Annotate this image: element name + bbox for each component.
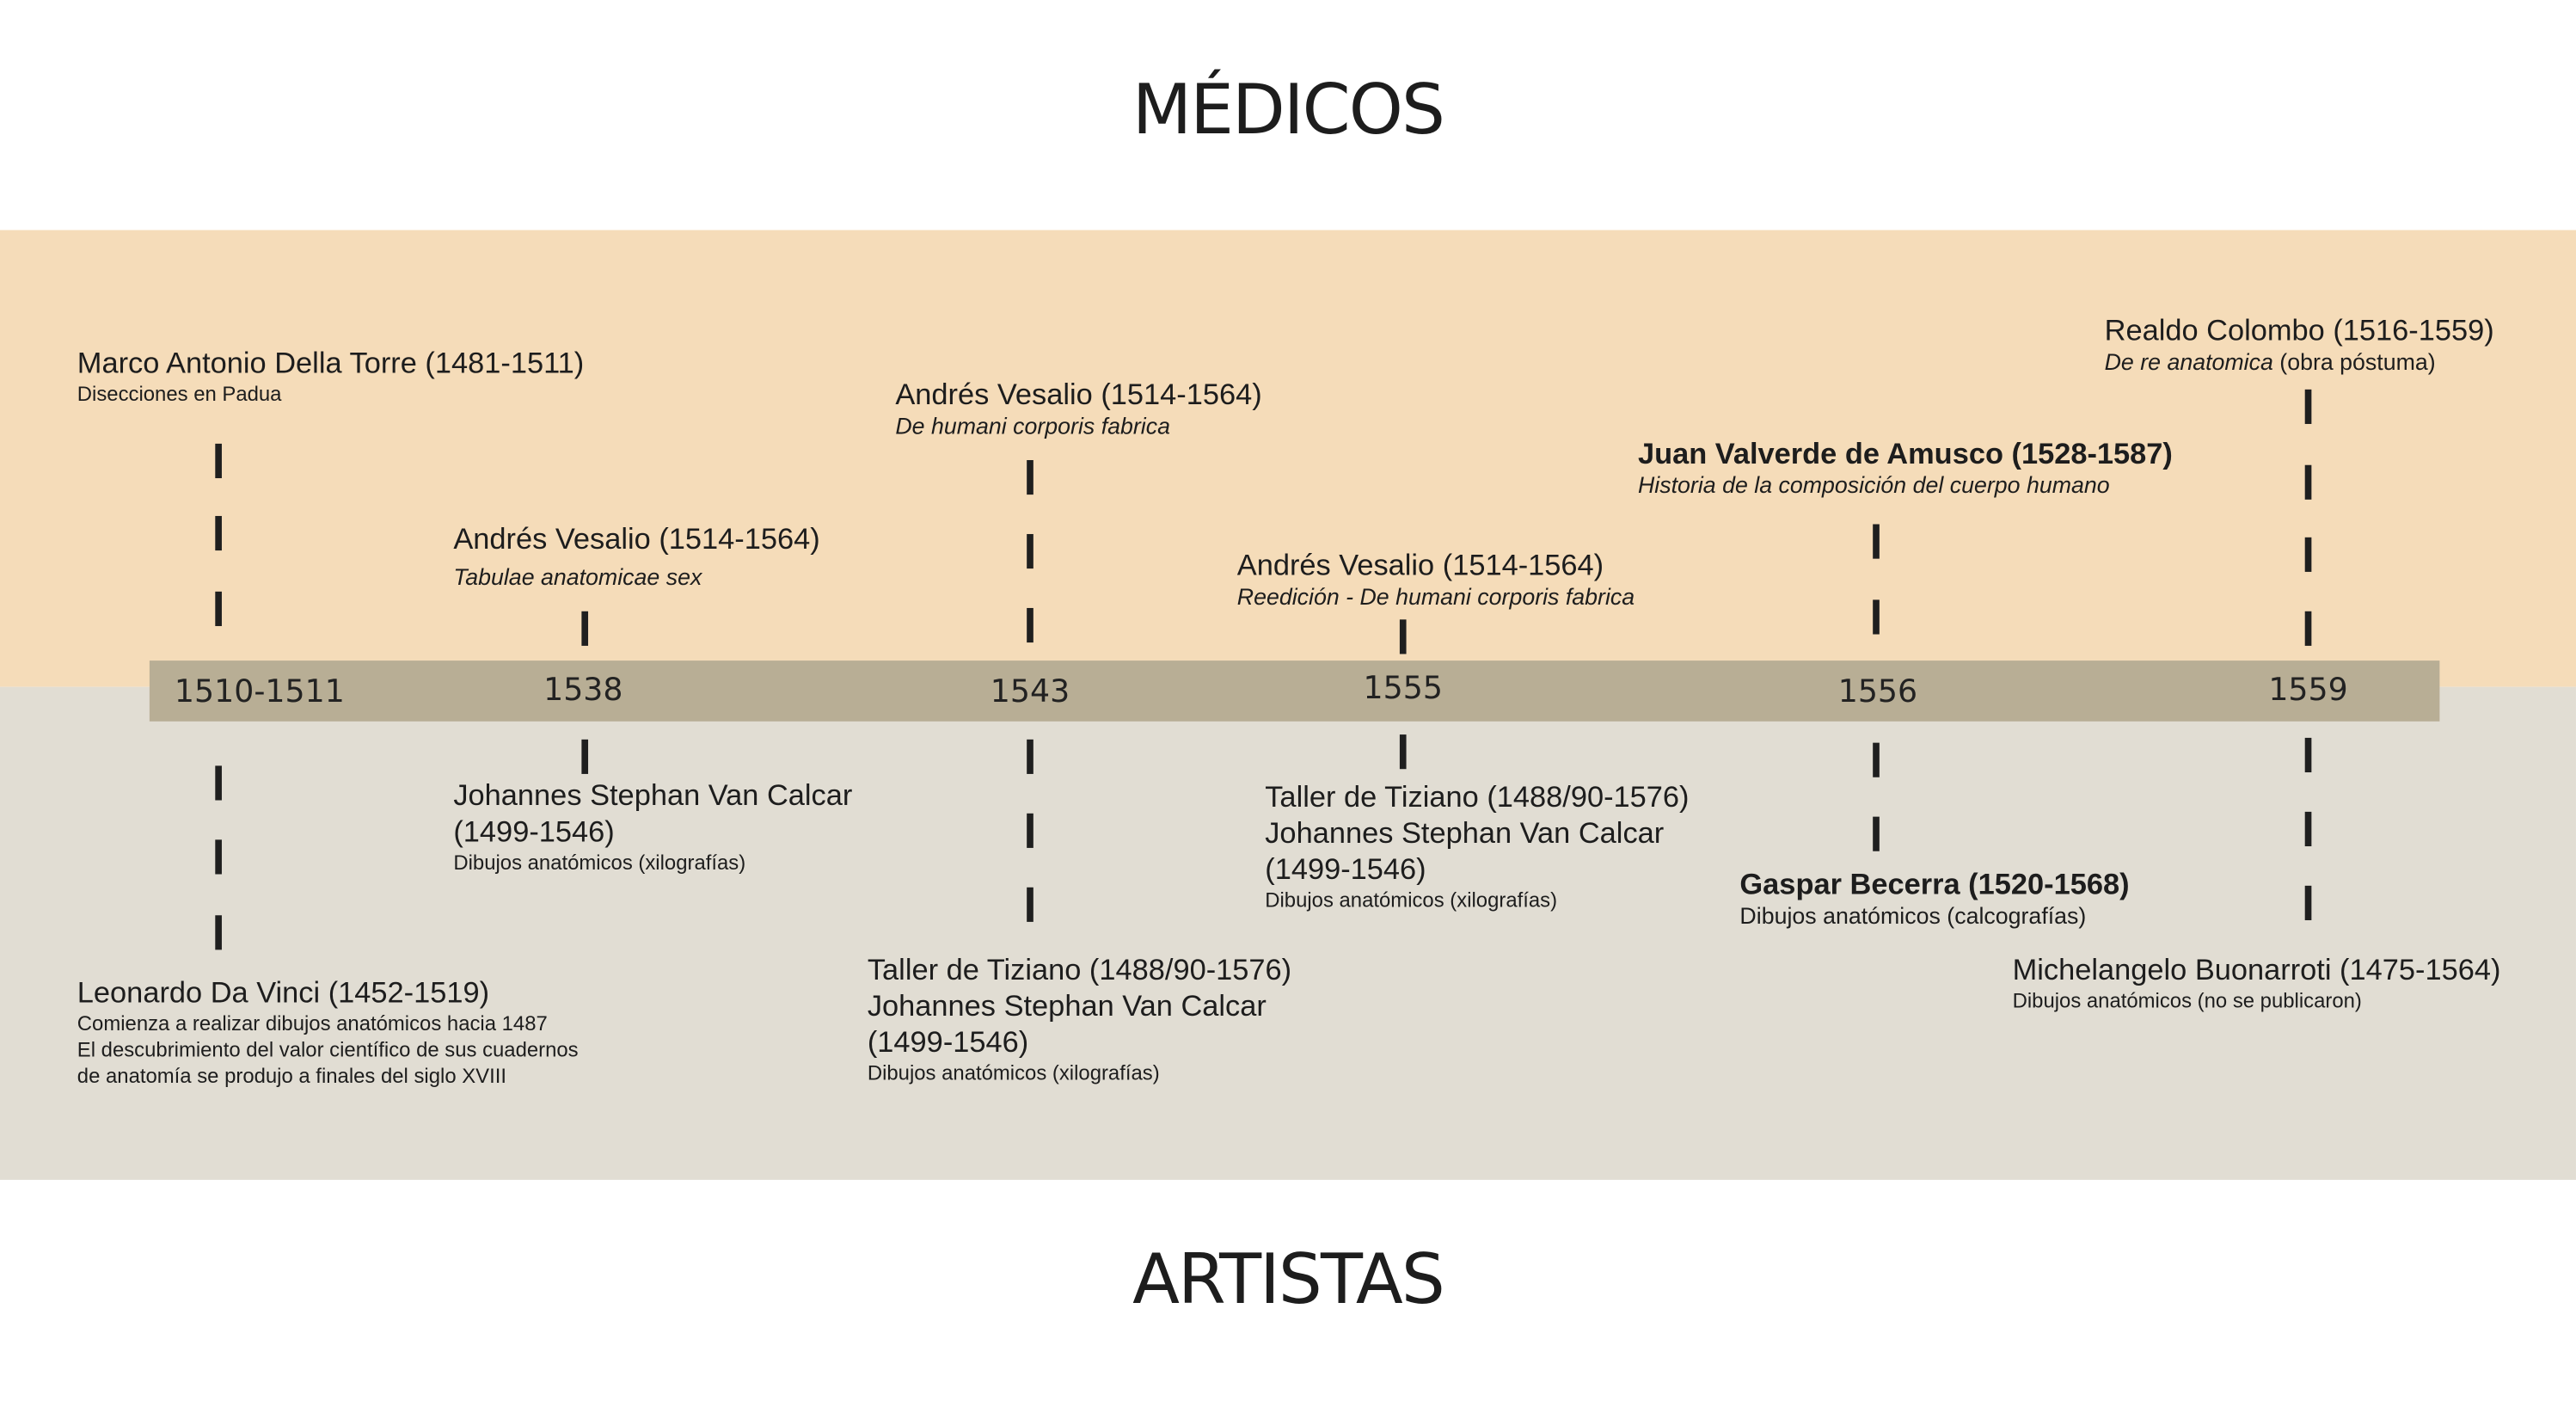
event-name: Andrés Vesalio (1514-1564) [895, 378, 1262, 411]
artistas-title: ARTISTAS [1132, 1238, 1445, 1320]
connector-dash [2304, 737, 2312, 773]
event-name: Johannes Stephan Van Calcar [1265, 816, 1665, 850]
year-label: 1543 [990, 673, 1070, 710]
connector-dash [1873, 816, 1880, 851]
medico-event: Realdo Colombo (1516-1559) De re anatomi… [2105, 312, 2494, 375]
medico-event: Marco Antonio Della Torre (1481-1511) Di… [77, 345, 584, 408]
event-note: Historia de la composición del cuerpo hu… [1637, 471, 2110, 498]
event-note: Dibujos anatómicos (xilografías) [453, 851, 746, 875]
connector-dash [215, 839, 222, 875]
connector-dash [215, 591, 222, 626]
event-note: Comienza a realizar dibujos anatómicos h… [77, 1011, 548, 1035]
connector-dash [1873, 599, 1880, 635]
connector-dash [215, 515, 222, 551]
event-name: Gaspar Becerra (1520-1568) [1739, 867, 2130, 901]
connector-dash [2304, 389, 2312, 424]
event-name: Taller de Tiziano (1488/90-1576) [867, 953, 1292, 986]
medicos-title: MÉDICOS [1132, 69, 1445, 150]
medico-event: Juan Valverde de Amusco (1528-1587) Hist… [1638, 435, 2173, 498]
event-note: Reedición - De humani corporis fabrica [1236, 583, 1635, 610]
event-name: (1499-1546) [1265, 852, 1426, 886]
event-name: Marco Antonio Della Torre (1481-1511) [77, 347, 585, 380]
connector-dash [2304, 811, 2312, 847]
event-note: Dibujos anatómicos (no se publicaron) [2012, 989, 2362, 1012]
connector-dash [2304, 611, 2312, 646]
artista-event: Leonardo Da Vinci (1452-1519) Comienza a… [77, 974, 579, 1090]
connector-dash [215, 915, 222, 950]
medico-event: Andrés Vesalio (1514-1564) Reedición - D… [1237, 547, 1635, 610]
year-label: 1510-1511 [174, 673, 345, 710]
event-name: Juan Valverde de Amusco (1528-1587) [1637, 437, 2173, 470]
event-note: Disecciones en Padua [77, 383, 282, 406]
event-note: Dibujos anatómicos (calcografías) [1739, 901, 2087, 929]
artista-event: Johannes Stephan Van Calcar (1499-1546) … [453, 777, 852, 876]
medico-event: Andrés Vesalio (1514-1564) De humani cor… [895, 377, 1261, 439]
connector-dash [1027, 607, 1033, 643]
event-note: (obra póstuma) [2272, 348, 2436, 375]
event-name: Michelangelo Buonarroti (1475-1564) [2012, 953, 2501, 986]
connector-dash [2304, 885, 2312, 920]
medicos-band [0, 230, 2576, 687]
event-name: Leonardo Da Vinci (1452-1519) [77, 975, 490, 1010]
connector-dash [581, 739, 589, 774]
connector-dash [1027, 739, 1033, 774]
connector-dash [1873, 524, 1880, 559]
connector-dash [215, 765, 222, 801]
event-name: (1499-1546) [453, 814, 615, 848]
connector-dash [1399, 619, 1407, 654]
connector-dash [1027, 533, 1033, 569]
event-name: Taller de Tiziano (1488/90-1576) [1265, 780, 1690, 814]
connector-dash [215, 443, 222, 479]
connector-dash [581, 611, 589, 646]
event-name: Johannes Stephan Van Calcar [867, 989, 1267, 1023]
event-name: Andrés Vesalio (1514-1564) [453, 522, 820, 556]
year-label: 1538 [543, 672, 623, 709]
event-note: de anatomía se produjo a finales del sig… [77, 1065, 507, 1088]
event-note-title: De re anatomica [2104, 348, 2273, 375]
event-note: El descubrimiento del valor científico d… [77, 1038, 579, 1062]
event-name: (1499-1546) [867, 1025, 1029, 1059]
connector-dash [2304, 464, 2312, 500]
event-name: Andrés Vesalio (1514-1564) [1236, 549, 1604, 582]
connector-dash [1027, 887, 1033, 922]
connector-dash [1027, 459, 1033, 495]
event-note: Tabulae anatomicae sex [453, 563, 702, 590]
year-label: 1556 [1837, 673, 1918, 710]
medico-event: Andrés Vesalio (1514-1564) Tabulae anato… [453, 521, 819, 590]
timeline-bar [149, 660, 2440, 722]
event-note: De humani corporis fabrica [895, 412, 1170, 439]
year-label: 1555 [1363, 670, 1443, 707]
artistas-band [0, 686, 2576, 1180]
connector-dash [1399, 734, 1407, 770]
artista-event: Michelangelo Buonarroti (1475-1564) Dibu… [2013, 951, 2501, 1014]
connector-dash [1027, 813, 1033, 848]
artista-event: Taller de Tiziano (1488/90-1576) Johanne… [868, 951, 1291, 1086]
artista-event: Taller de Tiziano (1488/90-1576) Johanne… [1265, 779, 1689, 914]
event-note: Dibujos anatómicos (xilografías) [1265, 888, 1558, 912]
event-note: Dibujos anatómicos (xilografías) [867, 1061, 1160, 1085]
event-name: Realdo Colombo (1516-1559) [2104, 313, 2494, 347]
artista-event: Gaspar Becerra (1520-1568) Dibujos anató… [1739, 866, 2129, 929]
connector-dash [2304, 537, 2312, 572]
event-name: Johannes Stephan Van Calcar [453, 778, 853, 812]
year-label: 1559 [2268, 672, 2348, 709]
connector-dash [1873, 742, 1880, 777]
